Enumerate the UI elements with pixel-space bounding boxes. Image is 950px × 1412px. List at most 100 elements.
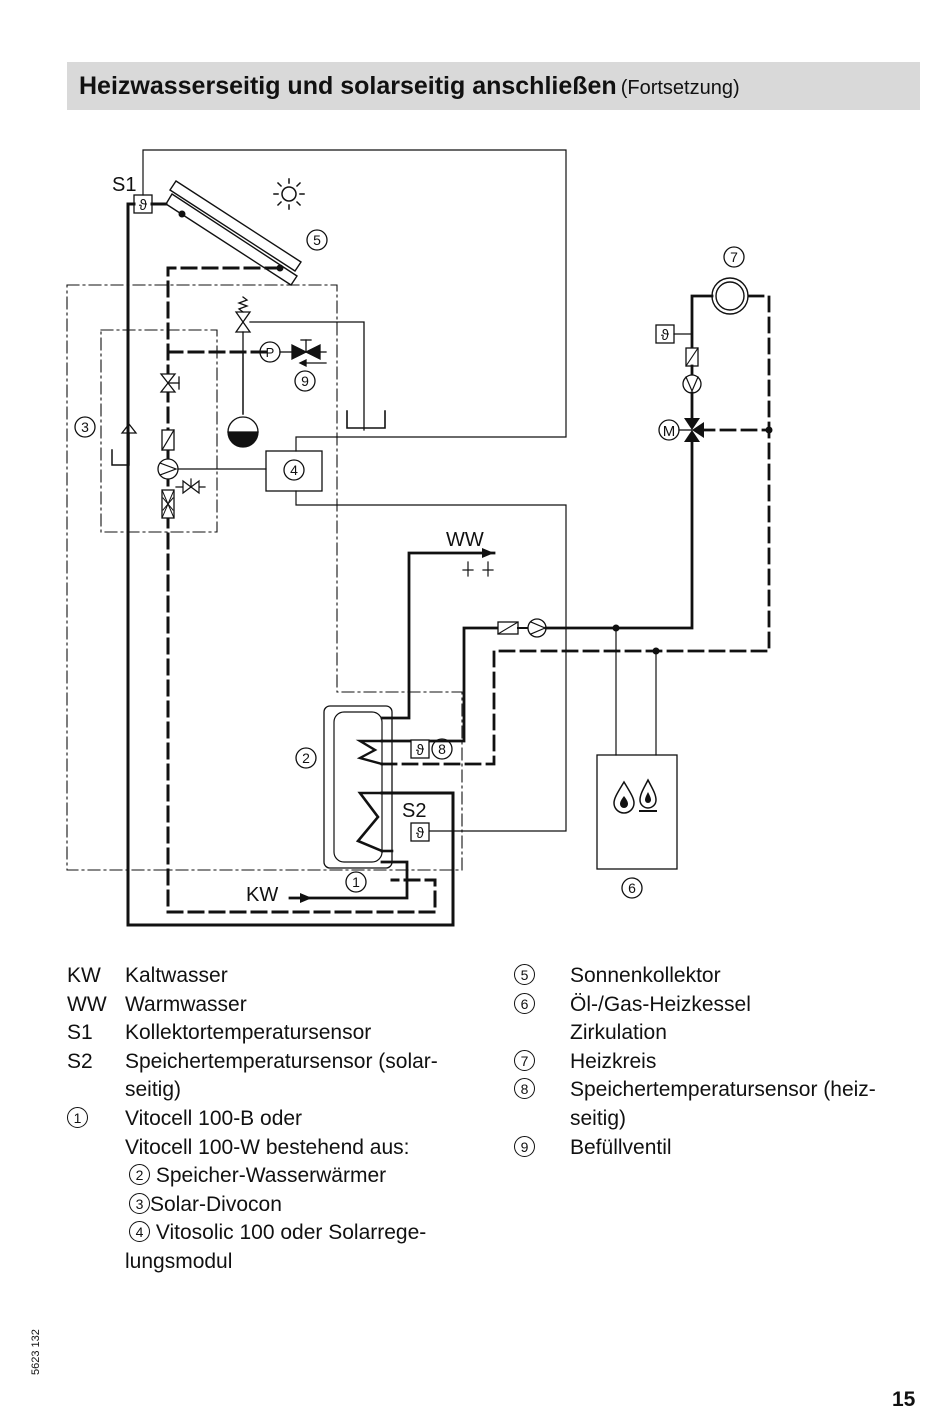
legend-text: Kollektortemperatursensor xyxy=(125,1021,372,1045)
heating-flow-line xyxy=(380,626,500,743)
legend-text: Speichertemperatursensor (heiz- xyxy=(570,1078,876,1102)
cold-water-inlet-line xyxy=(288,860,409,900)
hydraulic-schematic: ϑ ϑ ϑ ϑ S1 S2 KW WW P M 1 2 3 4 5 6 7 8 … xyxy=(66,149,773,927)
legend-callout: 2 xyxy=(129,1164,150,1186)
legend-key: WW xyxy=(67,992,107,1016)
legend-row: 2 Speicher-Wasserwärmer xyxy=(67,1162,487,1191)
solar-coil-lower xyxy=(355,791,384,853)
document-number: 5623 132 xyxy=(30,1329,42,1375)
dhw-outlet-line xyxy=(380,551,496,720)
legend-callout: 4 xyxy=(129,1221,150,1243)
legend-callout: 1 xyxy=(67,1106,88,1128)
legend-row: seitig) xyxy=(67,1076,487,1105)
label-s2: S2 xyxy=(402,800,426,822)
legend-text: Kaltwasser xyxy=(125,964,228,987)
legend-row: 7 Heizkreis xyxy=(514,1048,924,1077)
legend-callout: 3 xyxy=(129,1192,150,1214)
expansion-vessel xyxy=(227,351,259,448)
legend-row: Zirkulation xyxy=(514,1019,924,1048)
section-subtitle: (Fortsetzung) xyxy=(620,77,740,99)
theta-symbol: ϑ xyxy=(416,742,425,759)
legend-text: Zirkulation xyxy=(570,1021,667,1045)
gas-flame-icon xyxy=(639,778,657,809)
legend-text: Vitocell 100-W bestehend aus: xyxy=(125,1135,410,1159)
label-motor-m: M xyxy=(663,423,676,440)
safety-valve xyxy=(234,296,386,431)
oil-gas-boiler xyxy=(596,754,678,870)
heating-circuit-radiator xyxy=(711,277,749,315)
callout-3: 3 xyxy=(81,419,89,435)
divocon-drain-valve xyxy=(175,478,206,495)
section-title: Heizwasserseitig und solarseitig anschli… xyxy=(79,72,740,100)
legend-right: 5 Sonnenkollektor 6 Öl-/Gas-Heizkessel Zir… xyxy=(514,962,924,1162)
solar-flow-line xyxy=(126,202,455,927)
legend-text: Speichertemperatursensor (solar- xyxy=(125,1049,438,1073)
heating-coil-upper xyxy=(355,739,384,766)
legend-left: KW Kaltwasser WW Warmwasser S1 Kollektortem… xyxy=(67,962,487,1277)
heating-return-line xyxy=(380,294,771,766)
legend-row: 9 Befüllventil xyxy=(514,1134,924,1163)
legend-callout: 7 xyxy=(514,1049,535,1071)
label-ww: WW xyxy=(446,529,484,551)
legend-text: Solar-Divocon xyxy=(150,1192,282,1216)
legend-row: WW Warmwasser xyxy=(67,991,487,1020)
callout-5: 5 xyxy=(313,232,321,248)
page-number: 15 xyxy=(892,1388,916,1411)
legend-text: lungsmodul xyxy=(125,1249,233,1273)
legend-text: Vitocell 100-B oder xyxy=(125,1106,303,1130)
divocon-boundary xyxy=(100,329,218,533)
legend-row: 8 Speichertemperatursensor (heiz- xyxy=(514,1076,924,1105)
legend-callout: 5 xyxy=(514,963,535,985)
callout-6: 6 xyxy=(628,880,636,896)
cylinder-sensor-heating-side xyxy=(410,739,430,759)
legend-key: KW xyxy=(67,964,101,987)
legend-row: seitig) xyxy=(514,1105,924,1134)
legend-text: Speicher-Wasserwärmer xyxy=(155,1164,387,1188)
legend-text: seitig) xyxy=(125,1078,182,1102)
callout-2: 2 xyxy=(302,750,310,766)
legend-text: seitig) xyxy=(570,1106,627,1130)
callout-7: 7 xyxy=(730,249,738,265)
legend-text: Sonnenkollektor xyxy=(570,964,721,987)
label-s1: S1 xyxy=(112,174,136,196)
dhw-cylinder-outer xyxy=(323,705,393,869)
controller-sensor-cable-s1 xyxy=(142,149,567,452)
theta-symbol: ϑ xyxy=(139,197,148,214)
divocon-shutoff-valve xyxy=(159,373,180,393)
three-way-mixer xyxy=(658,418,704,442)
cylinder-sensor-s2 xyxy=(410,822,430,842)
dhw-taps xyxy=(462,561,494,577)
legend-text: Öl-/Gas-Heizkessel xyxy=(570,992,751,1016)
controller-sensor-cable-s2 xyxy=(295,490,567,832)
label-pump-p: P xyxy=(266,345,275,360)
legend-row: lungsmodul xyxy=(67,1248,487,1277)
fill-valve xyxy=(279,339,327,368)
section-title-bar: Heizwasserseitig und solarseitig anschli… xyxy=(67,62,920,110)
legend-row: 6 Öl-/Gas-Heizkessel xyxy=(514,991,924,1020)
legend-key: S1 xyxy=(67,1021,93,1045)
solar-return-line xyxy=(166,266,437,914)
legend-callout: 8 xyxy=(514,1078,535,1100)
legend-row: Vitocell 100-W bestehend aus: xyxy=(67,1134,487,1163)
oil-drop-icon xyxy=(613,780,635,814)
callout-8: 8 xyxy=(438,741,446,757)
theta-symbol: ϑ xyxy=(661,327,670,344)
legend-callout: 9 xyxy=(514,1135,535,1157)
vitocell-package-boundary xyxy=(66,284,463,871)
dhw-cylinder-inner xyxy=(333,711,383,863)
callout-9: 9 xyxy=(301,373,309,389)
callout-4: 4 xyxy=(290,462,298,478)
sun-icon xyxy=(273,178,305,210)
legend-row: S1 Kollektortemperatursensor xyxy=(67,1019,487,1048)
legend-text: Vitosolic 100 oder Solarrege- xyxy=(155,1221,427,1245)
legend-row: 4 Vitosolic 100 oder Solarrege- xyxy=(67,1219,487,1248)
legend-row: 5 Sonnenkollektor xyxy=(514,962,924,991)
legend-text: Heizkreis xyxy=(570,1049,657,1073)
legend-text: Befüllventil xyxy=(570,1135,672,1159)
boiler-flow-line xyxy=(544,436,694,630)
legend-callout: 6 xyxy=(514,992,535,1014)
solar-controller xyxy=(265,450,323,492)
legend-text: Warmwasser xyxy=(125,992,247,1016)
